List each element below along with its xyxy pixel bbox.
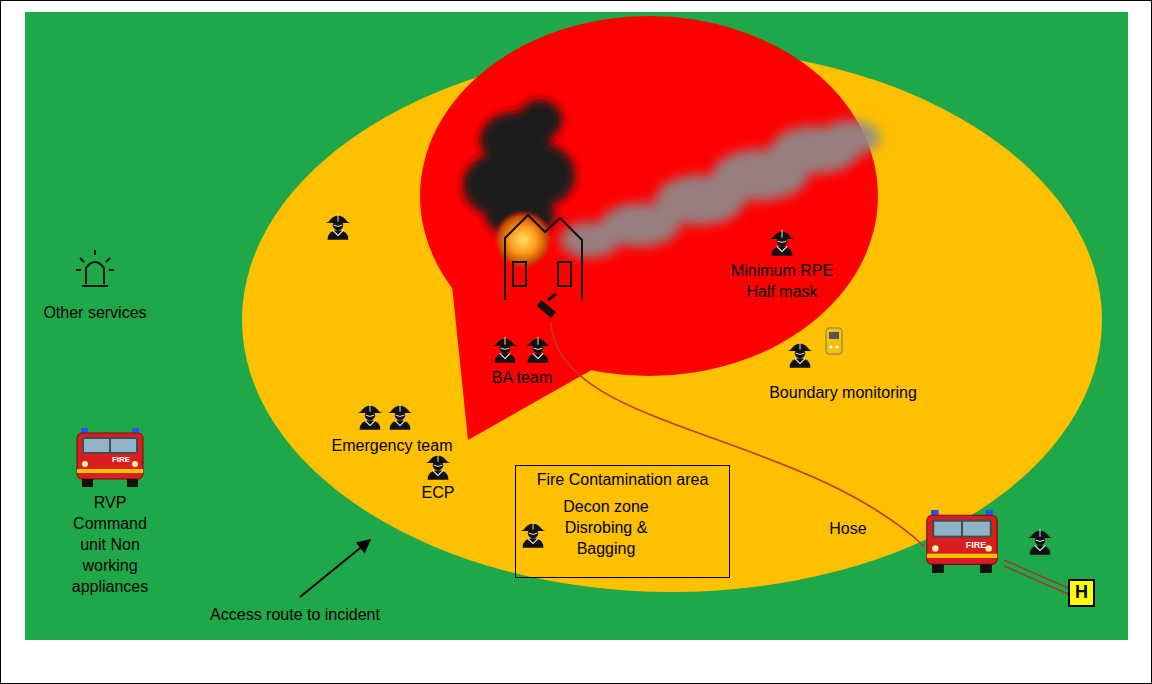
monitor-label: Boundary monitoring: [769, 382, 917, 403]
route-label: Access route to incident: [210, 604, 380, 625]
branch-nozzle: [537, 294, 556, 318]
hose-label: Hose: [829, 518, 866, 539]
hydrant-hose: [1004, 560, 1068, 594]
ppe-note: Minimum RPE Half mask: [726, 260, 838, 302]
hot-zone: [420, 16, 878, 440]
access-arrow: [300, 540, 370, 597]
firefighter-icons: [326, 214, 1052, 555]
services-label: Other services: [43, 302, 146, 323]
rvp-label: RVP Command unit Non working appliances: [58, 492, 162, 597]
smoke-plume: [560, 120, 880, 258]
fire-appliance: [77, 428, 143, 487]
box-body: Decon zone Disrobing & Bagging: [556, 496, 656, 559]
team-label: Emergency team: [332, 435, 453, 456]
hydrant-sign: H: [1068, 579, 1095, 607]
box-heading: H: [1074, 581, 1089, 603]
vehicle-marking: FIRE: [112, 455, 130, 465]
house: [505, 215, 582, 300]
decon-area-box: Fire Contamination areaDecon zone Disrob…: [515, 465, 730, 578]
ecp-label: ECP: [422, 482, 455, 503]
vehicle-marking: FIRE: [966, 540, 987, 551]
cold-zone: [25, 12, 1128, 640]
team-label: BA team: [492, 367, 552, 388]
fire-appliance: [927, 510, 997, 573]
gas-detector: [826, 328, 842, 354]
box-heading: Fire Contamination area: [524, 470, 721, 490]
beacon-icon: [76, 250, 114, 286]
